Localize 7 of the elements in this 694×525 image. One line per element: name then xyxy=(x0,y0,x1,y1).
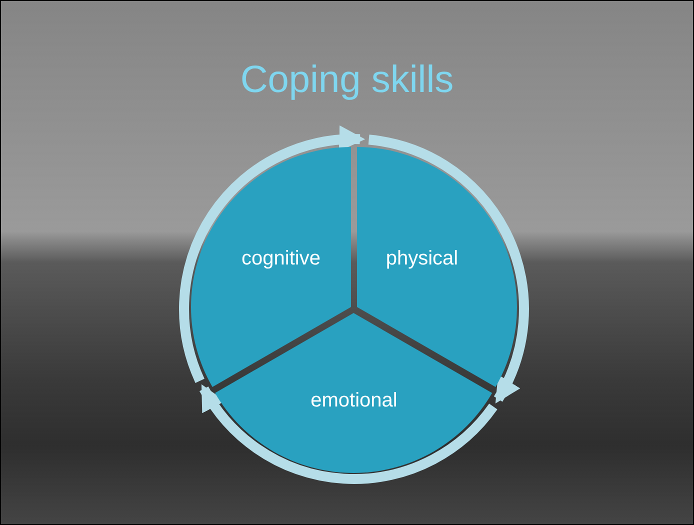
cycle-arrow xyxy=(179,126,366,383)
segment-label: physical xyxy=(386,248,458,270)
segment-label: emotional xyxy=(310,390,398,412)
segment-label: cognitive xyxy=(242,248,320,270)
cycle-arrow xyxy=(200,384,498,484)
cycle-arrow xyxy=(368,134,529,404)
title: Coping skills xyxy=(239,59,455,102)
